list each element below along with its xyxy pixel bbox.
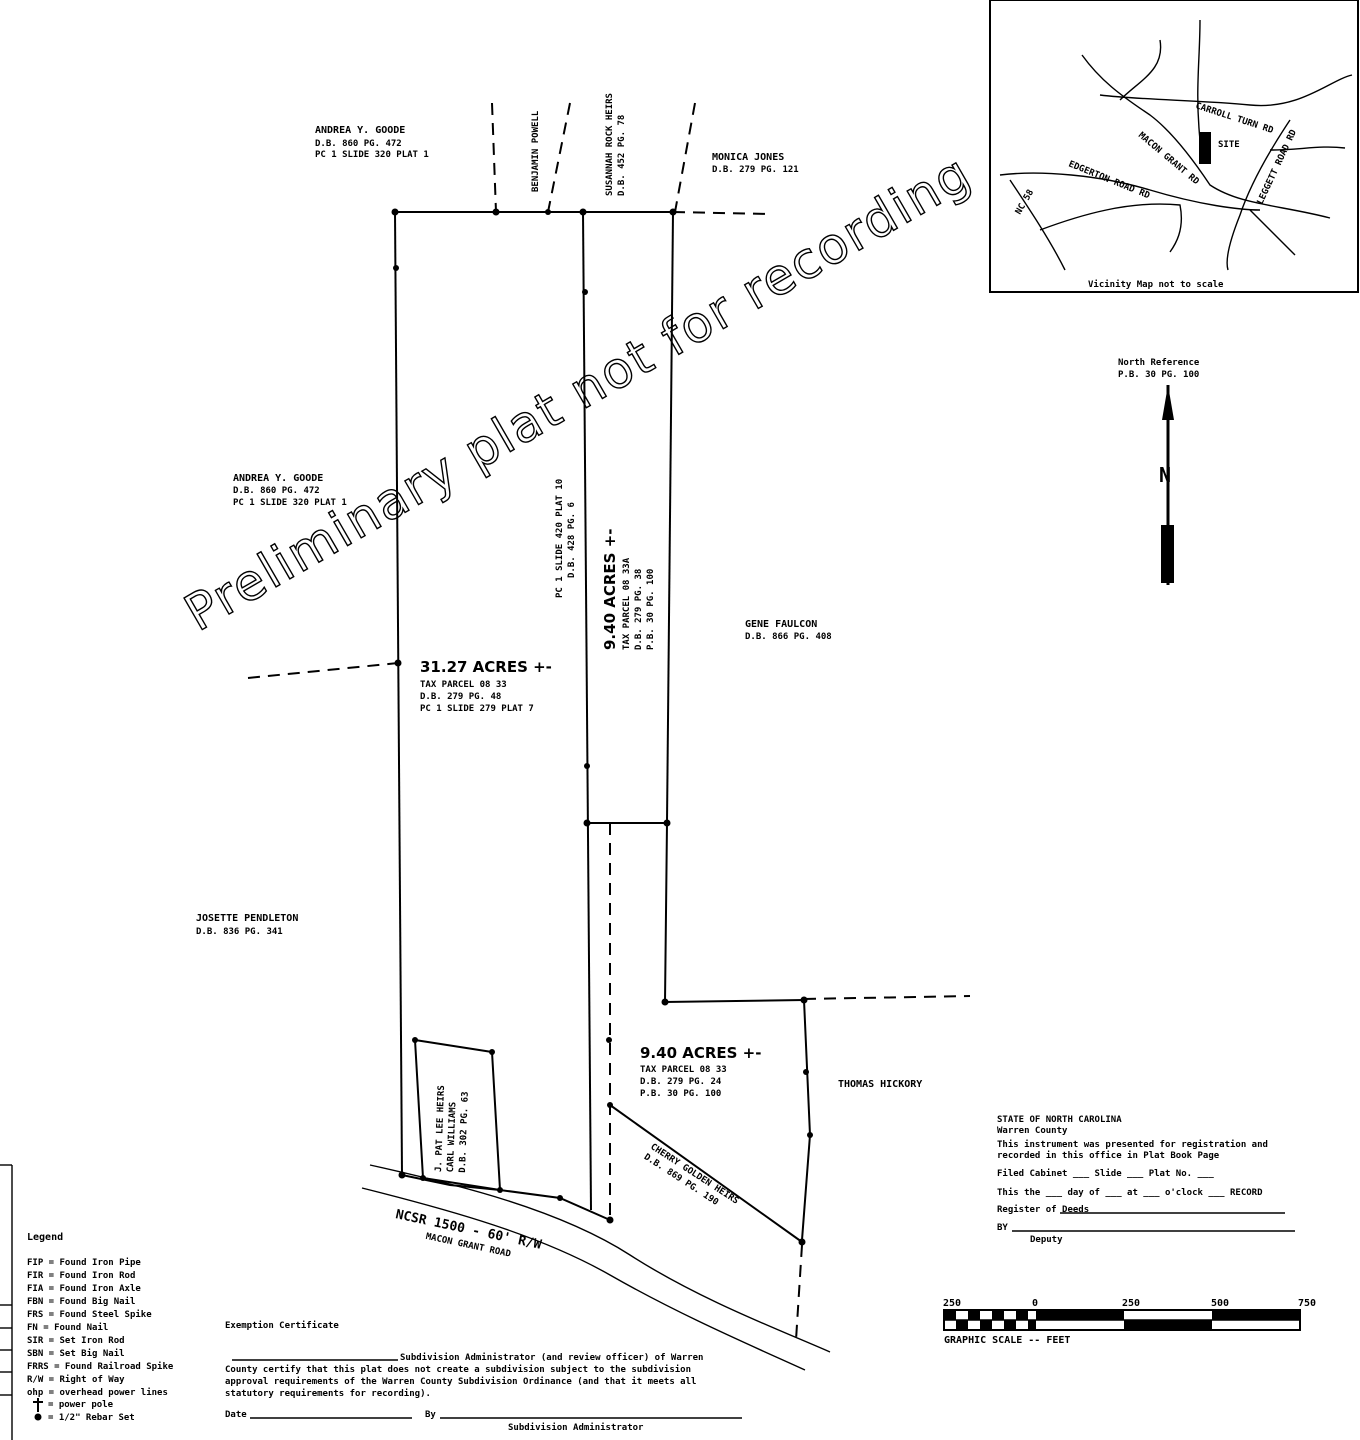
svg-text:PC 1 SLIDE 279 PLAT 7: PC 1 SLIDE 279 PLAT 7	[420, 704, 534, 714]
svg-text:0: 0	[1032, 1298, 1038, 1309]
svg-text:recorded in this office in Pla: recorded in this office in Plat Book Pag…	[997, 1150, 1220, 1161]
svg-text:P.B. 30 PG. 100: P.B. 30 PG. 100	[1118, 370, 1199, 380]
vicinity-caption: Vicinity Map not to scale	[1088, 279, 1224, 290]
adjoiner-sussannah: SUSANNAH ROCK HEIRS D.B. 452 PG. 78	[605, 93, 627, 196]
svg-text:D.B. 279 PG. 24: D.B. 279 PG. 24	[640, 1077, 722, 1087]
north-letter: N	[1159, 463, 1171, 487]
strip-vertical-label: PC 1 SLIDE 420 PLAT 10 D.B. 428 PG. 6	[555, 479, 577, 598]
svg-text:CHERRY GOLDEN HEIRS: CHERRY GOLDEN HEIRS	[648, 1142, 740, 1206]
svg-text:D.B. 302 PG. 63: D.B. 302 PG. 63	[458, 1091, 471, 1173]
svg-text:Subdivision Administrator (and: Subdivision Administrator (and review of…	[400, 1352, 703, 1363]
svg-text:Filed Cabinet ___ Slide ___ Pl: Filed Cabinet ___ Slide ___ Plat No. ___	[997, 1168, 1214, 1179]
vicinity-site-label: SITE	[1218, 140, 1240, 150]
svg-text:County certify that this plat: County certify that this plat does not c…	[225, 1364, 691, 1375]
svg-text:Legend: Legend	[27, 1232, 63, 1243]
svg-text:D.B. 866 PG. 408: D.B. 866 PG. 408	[745, 632, 832, 642]
svg-text:250: 250	[943, 1298, 961, 1309]
road-right-of-way	[361, 1164, 831, 1371]
svg-text:D.B. 860 PG. 472: D.B. 860 PG. 472	[315, 139, 402, 149]
cemetery-label: CHERRY GOLDEN HEIRS D.B. 869 PG. 190	[642, 1142, 740, 1208]
svg-text:250: 250	[1122, 1298, 1140, 1309]
tract-upper-label: 9.40 ACRES +- TAX PARCEL 08 33A D.B. 279…	[601, 529, 656, 650]
graphic-scale: 250 0 250 500 750 GRAPHIC SCALE -- FEET	[943, 1298, 1316, 1346]
svg-text:TAX PARCEL 08 33: TAX PARCEL 08 33	[420, 680, 507, 690]
svg-text:This the ___ day of ___ at ___: This the ___ day of ___ at ___ o'clock _…	[997, 1187, 1263, 1198]
corner-monuments	[391, 208, 813, 1246]
svg-text:D.B. 279 PG. 121: D.B. 279 PG. 121	[712, 165, 799, 175]
svg-text:CARL WILLIAMS: CARL WILLIAMS	[446, 1102, 458, 1173]
svg-text:PC 1 SLIDE 320 PLAT 1: PC 1 SLIDE 320 PLAT 1	[315, 150, 429, 160]
adjoiner-gene-faulcon: GENE FAULCON D.B. 866 PG. 408	[745, 619, 832, 642]
svg-text:Warren County: Warren County	[997, 1126, 1068, 1136]
svg-text:PC 1 SLIDE 320 PLAT 1: PC 1 SLIDE 320 PLAT 1	[233, 498, 347, 508]
svg-text:TAX PARCEL 08 33A: TAX PARCEL 08 33A	[622, 557, 632, 650]
svg-text:J. PAT LEE HEIRS: J. PAT LEE HEIRS	[434, 1085, 447, 1172]
svg-text:Deputy: Deputy	[1030, 1235, 1063, 1245]
svg-text:= 1/2" Rebar Set: = 1/2" Rebar Set	[48, 1413, 135, 1423]
svg-text:TAX PARCEL 08 33: TAX PARCEL 08 33	[640, 1065, 727, 1075]
adjoiner-monica-jones: MONICA JONES D.B. 279 PG. 121	[712, 152, 799, 175]
vicinity-map: SITE CARROLL TURN RD MACON GRANT RD EDGE…	[989, 0, 1359, 293]
svg-text:GENE FAULCON: GENE FAULCON	[745, 619, 817, 630]
svg-text:ohp = overhead power lines: ohp = overhead power lines	[27, 1387, 168, 1398]
svg-text:D.B. 279 PG. 48: D.B. 279 PG. 48	[420, 692, 501, 702]
svg-text:D.B. 428 PG. 6: D.B. 428 PG. 6	[567, 502, 577, 578]
svg-text:= power pole: = power pole	[48, 1400, 114, 1410]
svg-text:Date: Date	[225, 1410, 247, 1420]
svg-text:MONICA JONES: MONICA JONES	[712, 152, 784, 163]
legend: Legend FIP = Found Iron Pipe FIR = Found…	[0, 1164, 174, 1440]
svg-text:Exemption Certificate: Exemption Certificate	[225, 1320, 339, 1331]
svg-text:Subdivision Administrator: Subdivision Administrator	[508, 1422, 644, 1433]
svg-text:FIA = Found Iron Axle: FIA = Found Iron Axle	[27, 1284, 141, 1294]
svg-text:JOSETTE PENDLETON: JOSETTE PENDLETON	[196, 913, 298, 924]
svg-text:31.27 ACRES +-: 31.27 ACRES +-	[420, 658, 552, 676]
adjoiner-benjamin-powell: BENJAMIN POWELL	[531, 110, 541, 192]
svg-text:500: 500	[1211, 1298, 1229, 1309]
svg-text:FRRS = Found Railroad Spike: FRRS = Found Railroad Spike	[27, 1361, 174, 1372]
svg-text:approval requirements of the W: approval requirements of the Warren Coun…	[225, 1376, 696, 1387]
svg-text:D.B. 452 PG. 78: D.B. 452 PG. 78	[617, 115, 627, 196]
small-lot-label: J. PAT LEE HEIRS CARL WILLIAMS D.B. 302 …	[434, 1085, 471, 1173]
svg-text:SBN = Set Big Nail: SBN = Set Big Nail	[27, 1348, 125, 1359]
svg-text:FIR = Found Iron Rod: FIR = Found Iron Rod	[27, 1271, 135, 1281]
svg-text:SUSANNAH ROCK HEIRS: SUSANNAH ROCK HEIRS	[605, 93, 615, 196]
exemption-certificate: Exemption Certificate Subdivision Admini…	[225, 1320, 742, 1433]
svg-text:STATE OF NORTH CAROLINA: STATE OF NORTH CAROLINA	[997, 1115, 1122, 1125]
svg-text:R/W = Right of Way: R/W = Right of Way	[27, 1374, 125, 1385]
svg-text:GRAPHIC SCALE -- FEET: GRAPHIC SCALE -- FEET	[944, 1335, 1070, 1346]
svg-text:D.B. 860 PG. 472: D.B. 860 PG. 472	[233, 486, 320, 496]
svg-text:FIP = Found Iron Pipe: FIP = Found Iron Pipe	[27, 1257, 141, 1268]
svg-text:statutory requirements for rec: statutory requirements for recording).	[225, 1388, 431, 1399]
tract-lower-label: 9.40 ACRES +- TAX PARCEL 08 33 D.B. 279 …	[640, 1044, 761, 1099]
adjoiner-thomas-hickory: THOMAS HICKORY	[838, 1079, 922, 1090]
svg-text:9.40 ACRES +-: 9.40 ACRES +-	[601, 529, 619, 650]
svg-text:By: By	[425, 1410, 436, 1420]
svg-text:ANDREA Y. GOODE: ANDREA Y. GOODE	[233, 473, 323, 484]
svg-text:BY: BY	[997, 1223, 1008, 1233]
svg-text:SIR = Set Iron Rod: SIR = Set Iron Rod	[27, 1336, 125, 1346]
svg-text:750: 750	[1298, 1298, 1316, 1309]
svg-text:FRS = Found Steel Spike: FRS = Found Steel Spike	[27, 1309, 152, 1320]
svg-text:D.B. 279 PG. 38: D.B. 279 PG. 38	[634, 569, 644, 650]
svg-text:FN = Found Nail: FN = Found Nail	[27, 1322, 108, 1333]
adjoiner-andrea-top: ANDREA Y. GOODE D.B. 860 PG. 472 PC 1 SL…	[315, 125, 429, 160]
tract-main-label: 31.27 ACRES +- TAX PARCEL 08 33 D.B. 279…	[420, 658, 552, 714]
adjoiner-andrea-left: ANDREA Y. GOODE D.B. 860 PG. 472 PC 1 SL…	[233, 473, 347, 508]
svg-text:ANDREA Y. GOODE: ANDREA Y. GOODE	[315, 125, 405, 136]
adjoiner-josette-pendleton: JOSETTE PENDLETON D.B. 836 PG. 341	[196, 913, 298, 937]
svg-text:9.40 ACRES +-: 9.40 ACRES +-	[640, 1044, 761, 1062]
svg-text:PC 1 SLIDE 420 PLAT 10: PC 1 SLIDE 420 PLAT 10	[555, 479, 565, 598]
svg-text:North Reference: North Reference	[1118, 358, 1200, 368]
svg-text:D.B. 836 PG. 341: D.B. 836 PG. 341	[196, 927, 283, 937]
svg-text:This instrument was presented: This instrument was presented for regist…	[997, 1139, 1268, 1150]
svg-text:FBN = Found Big Nail: FBN = Found Big Nail	[27, 1296, 135, 1307]
svg-text:P.B. 30 PG. 100: P.B. 30 PG. 100	[646, 569, 656, 650]
svg-text:Register of Deeds: Register of Deeds	[997, 1204, 1089, 1215]
svg-text:P.B. 30 PG. 100: P.B. 30 PG. 100	[640, 1089, 721, 1099]
preliminary-watermark: Preliminary plat not for recording	[175, 143, 981, 642]
adjoiner-dashed-lines	[247, 102, 971, 1341]
recording-block: STATE OF NORTH CAROLINA Warren County Th…	[997, 1115, 1295, 1245]
north-arrow: North Reference P.B. 30 PG. 100 N	[1118, 358, 1200, 585]
